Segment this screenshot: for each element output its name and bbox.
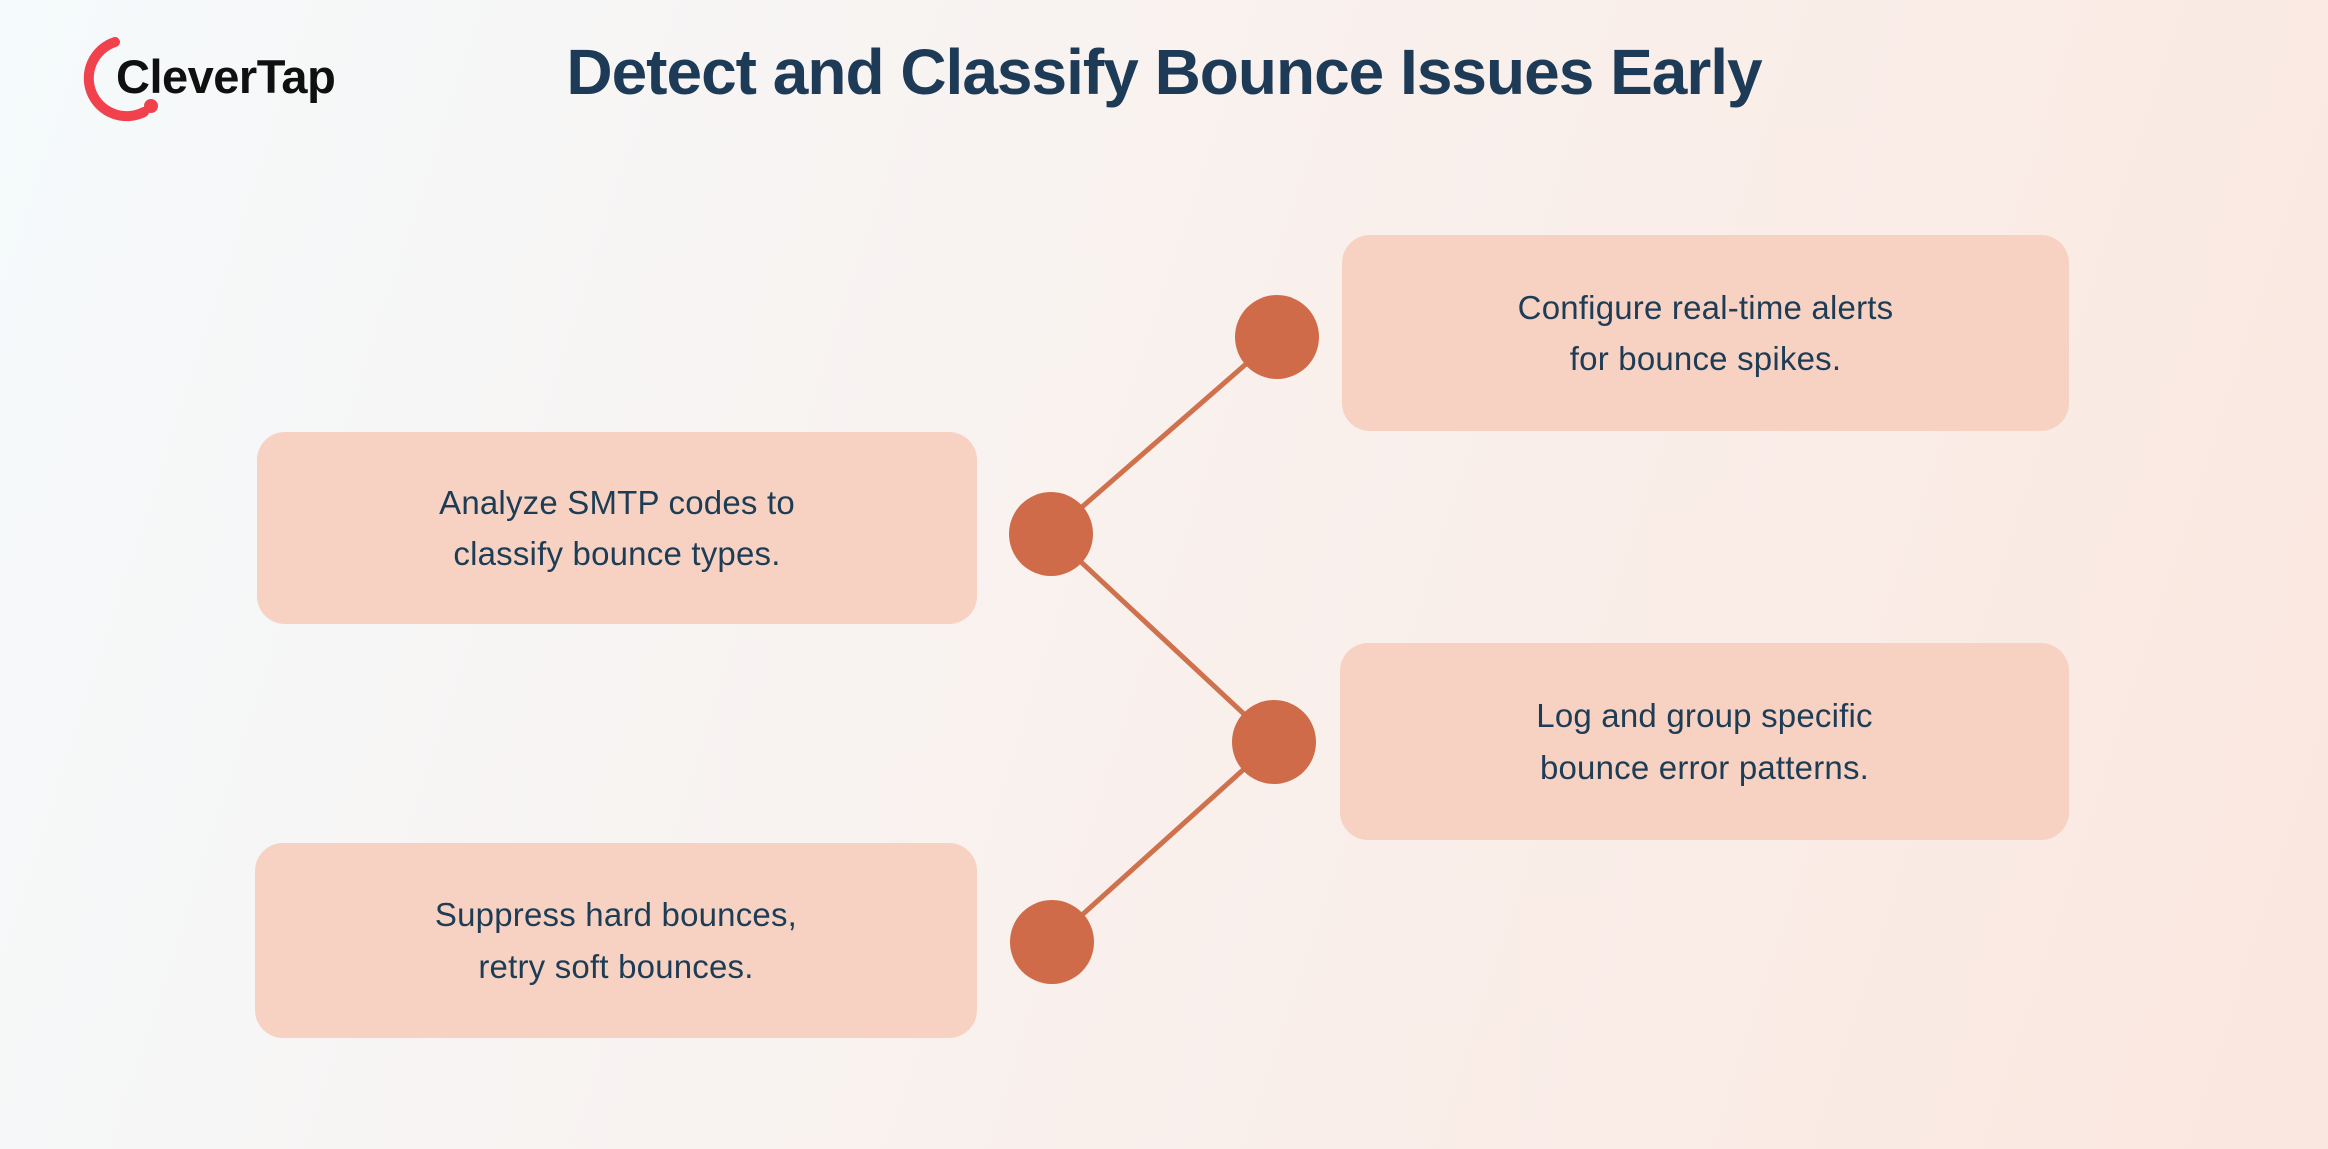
- step-text-line: Suppress hard bounces,: [434, 896, 798, 934]
- clevertap-logo-text: CleverTap: [116, 50, 335, 103]
- clevertap-logo: CleverTap: [83, 37, 336, 122]
- step-text-line: Configure real-time alerts: [1517, 288, 1894, 326]
- step-card-configure-alerts: Configure real-time alerts for bounce sp…: [1342, 235, 2069, 431]
- step-text-line: retry soft bounces.: [478, 947, 754, 985]
- zigzag-connector-line: [1047, 335, 1279, 944]
- step-text-line: classify bounce types.: [453, 535, 781, 572]
- node-circle-configure: [1235, 295, 1319, 379]
- step-text-line: for bounce spikes.: [1569, 340, 1842, 377]
- clevertap-logo-mark-icon: [83, 37, 158, 122]
- node-circle-suppress: [1010, 900, 1094, 984]
- step-text-line: bounce error patterns.: [1539, 748, 1870, 786]
- step-text-line: Analyze SMTP codes to: [439, 483, 795, 521]
- page-title: Detect and Classify Bounce Issues Early: [566, 36, 1762, 108]
- step-card-suppress-retry: Suppress hard bounces, retry soft bounce…: [255, 843, 977, 1038]
- step-card-log-group: Log and group specific bounce error patt…: [1340, 643, 2069, 840]
- step-card-analyze-smtp: Analyze SMTP codes to classify bounce ty…: [257, 432, 977, 624]
- node-circle-log: [1232, 700, 1316, 784]
- step-text-line: Log and group specific: [1536, 697, 1873, 735]
- node-circle-analyze: [1009, 492, 1093, 576]
